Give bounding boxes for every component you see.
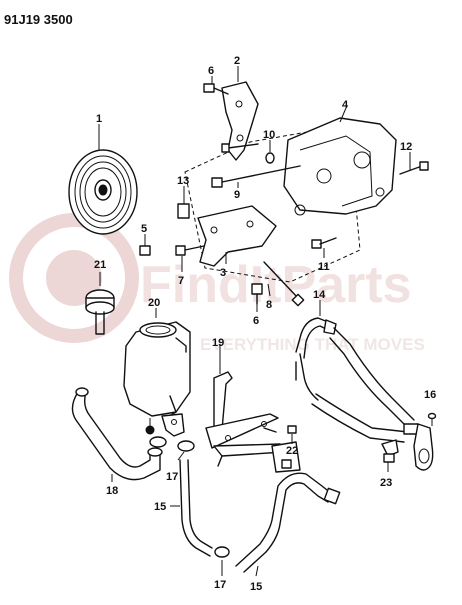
- watermark-logo-ring: [9, 213, 139, 343]
- callout-4: 4: [342, 99, 349, 111]
- return-hose-18: [71, 387, 167, 482]
- callout-1: 1: [96, 113, 102, 125]
- watermark-brand: FindItParts: [140, 256, 412, 314]
- callout-17-bottom: 17: [214, 579, 226, 591]
- callout-8: 8: [266, 299, 272, 311]
- diagram-code: 91J19 3500: [4, 12, 73, 27]
- callout-22: 22: [286, 445, 298, 457]
- watermark-logo-core: [46, 250, 102, 306]
- pressure-switch-23: [381, 412, 437, 472]
- callout-7: 7: [178, 275, 184, 287]
- watermark: FindItParts EVERYTHING THAT MOVES: [9, 213, 425, 354]
- pressure-hose-14: [295, 300, 434, 471]
- bracket-assembly: [184, 66, 397, 283]
- callout-5: 5: [141, 223, 147, 235]
- callout-2: 2: [234, 55, 240, 67]
- callout-6-bottom: 6: [253, 315, 259, 327]
- callout-19: 19: [212, 337, 224, 349]
- fasteners: [139, 76, 429, 312]
- callout-20: 20: [148, 297, 160, 309]
- callout-23: 23: [380, 477, 392, 489]
- callout-6-top: 6: [208, 65, 214, 77]
- callout-18: 18: [106, 485, 118, 497]
- reservoir-assembly: [85, 272, 191, 437]
- callout-11: 11: [318, 261, 330, 273]
- callout-14: 14: [313, 289, 326, 301]
- callout-9: 9: [234, 189, 240, 201]
- pulley: [68, 124, 138, 235]
- hose-15-left: [170, 440, 230, 576]
- callout-12: 12: [400, 141, 412, 153]
- callout-16: 16: [424, 389, 436, 401]
- callout-13: 13: [177, 175, 189, 187]
- callout-21: 21: [94, 259, 106, 271]
- callout-15-left: 15: [154, 501, 166, 513]
- callout-17-left: 17: [166, 471, 178, 483]
- watermark-tagline: EVERYTHING THAT MOVES: [200, 335, 425, 354]
- callout-10: 10: [263, 129, 275, 141]
- callout-15-right: 15: [250, 581, 262, 593]
- callout-labels: 1 2 3 4 5 6 6 7 8 9 10 11 12 13 14 15 15…: [94, 55, 436, 593]
- callout-3: 3: [220, 267, 226, 279]
- mount-bracket: [205, 344, 301, 473]
- hose-15-right: [235, 472, 341, 577]
